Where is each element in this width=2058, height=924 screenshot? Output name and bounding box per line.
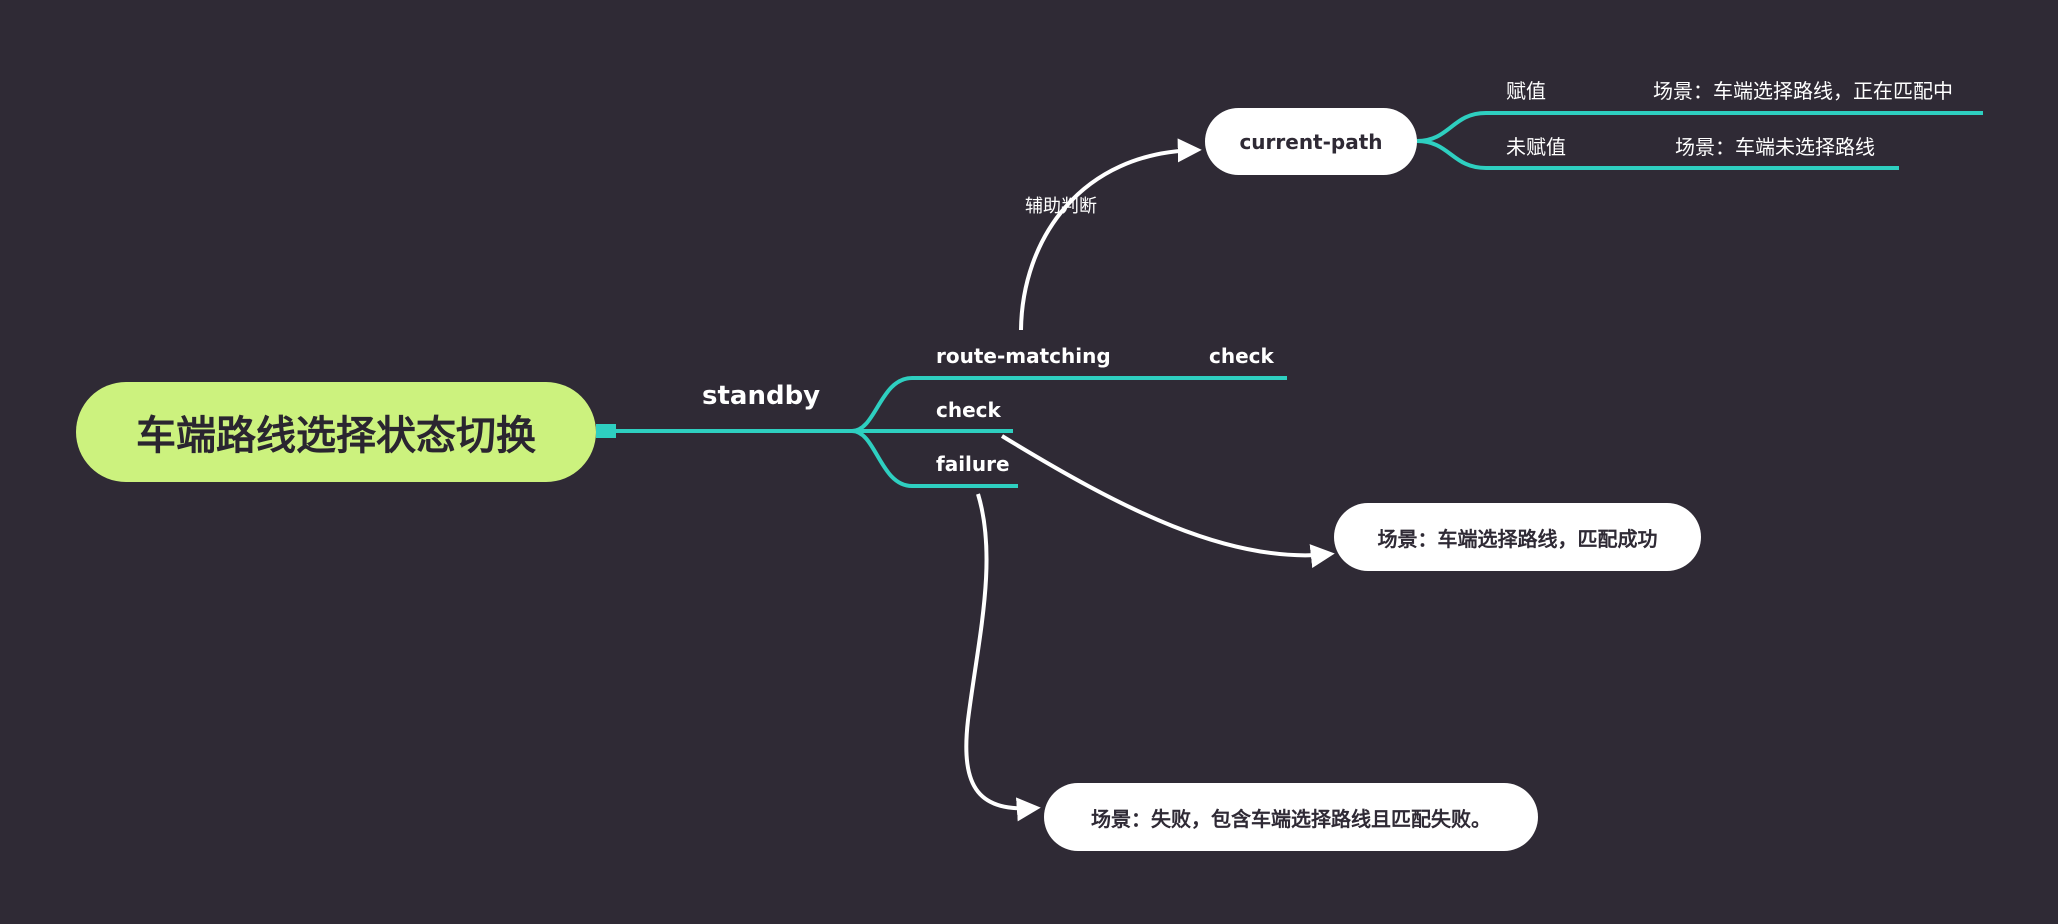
failure-scene-node-label: 场景：失败，包含车端选择路线且匹配失败。 bbox=[1091, 806, 1491, 831]
root-connector-handle[interactable] bbox=[596, 424, 616, 438]
relation-arrow-success bbox=[1000, 434, 1335, 569]
failure-scene-node[interactable]: 场景：失败，包含车端选择路线且匹配失败。 bbox=[1044, 783, 1538, 851]
current-path-node-label: current-path bbox=[1239, 129, 1383, 154]
branch-line-route-matching bbox=[851, 376, 1287, 433]
child-scene-unassigned[interactable]: 场景：车端未选择路线 bbox=[1675, 135, 1875, 159]
branch-line-unassigned bbox=[1416, 139, 1899, 170]
branch-line-assigned bbox=[1416, 111, 1983, 143]
child-label-unassigned[interactable]: 未赋值 bbox=[1506, 135, 1566, 159]
branch-label-route-matching[interactable]: route-matching bbox=[936, 344, 1111, 368]
root-node[interactable]: 车端路线选择状态切换 bbox=[76, 382, 596, 482]
success-scene-node[interactable]: 场景：车端选择路线，匹配成功 bbox=[1334, 503, 1701, 571]
standby-label[interactable]: standby bbox=[702, 381, 821, 411]
branch-label-check[interactable]: check bbox=[936, 398, 1001, 422]
branch-line-failure bbox=[851, 429, 1018, 488]
root-node-label: 车端路线选择状态切换 bbox=[136, 413, 536, 459]
branch-sublabel-route-matching-check[interactable]: check bbox=[1209, 344, 1274, 368]
relation-label-assist: 辅助判断 bbox=[1025, 196, 1097, 217]
relation-arrow-failure bbox=[964, 493, 1041, 822]
child-scene-assigned[interactable]: 场景：车端选择路线，正在匹配中 bbox=[1653, 79, 1953, 103]
current-path-node[interactable]: current-path bbox=[1205, 108, 1417, 175]
success-scene-node-label: 场景：车端选择路线，匹配成功 bbox=[1377, 526, 1658, 551]
child-label-assigned[interactable]: 赋值 bbox=[1506, 79, 1546, 103]
relation-arrow-assist bbox=[1019, 138, 1202, 331]
branch-label-failure[interactable]: failure bbox=[936, 452, 1010, 476]
